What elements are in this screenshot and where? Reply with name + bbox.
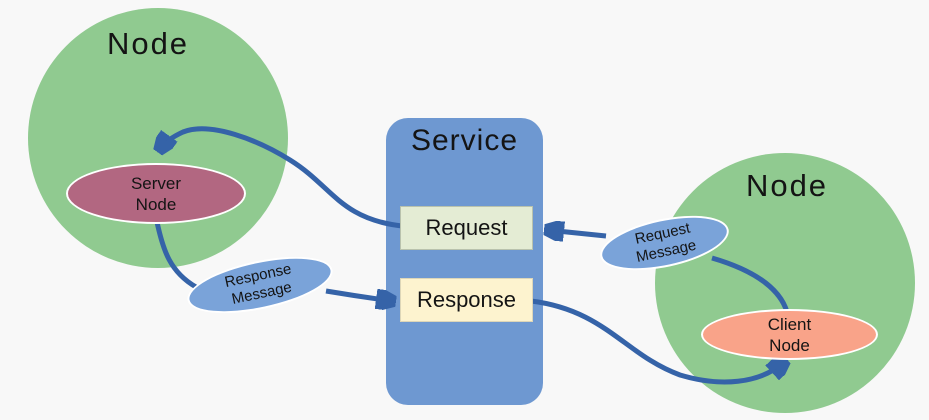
service-title: Service [410, 124, 519, 157]
response-box: Response [400, 278, 533, 322]
server-node-label-line1: Server [130, 173, 182, 193]
service-panel [386, 118, 543, 405]
arrow-request-message-to-request [548, 230, 607, 236]
request-box-label: Request [425, 215, 508, 240]
response-box-label: Response [416, 287, 517, 312]
client-node-label-line2: Node [769, 335, 810, 355]
server-node-label-line2: Node [135, 194, 177, 214]
arrow-response-message-to-response [325, 288, 392, 301]
server-node-ellipse: Server Node [66, 163, 246, 224]
right-node-title: Node [745, 168, 829, 203]
left-node-title: Node [106, 26, 190, 61]
client-node-ellipse: Client Node [701, 309, 878, 360]
client-node-label-line1: Client [767, 314, 812, 334]
request-box: Request [400, 206, 533, 250]
